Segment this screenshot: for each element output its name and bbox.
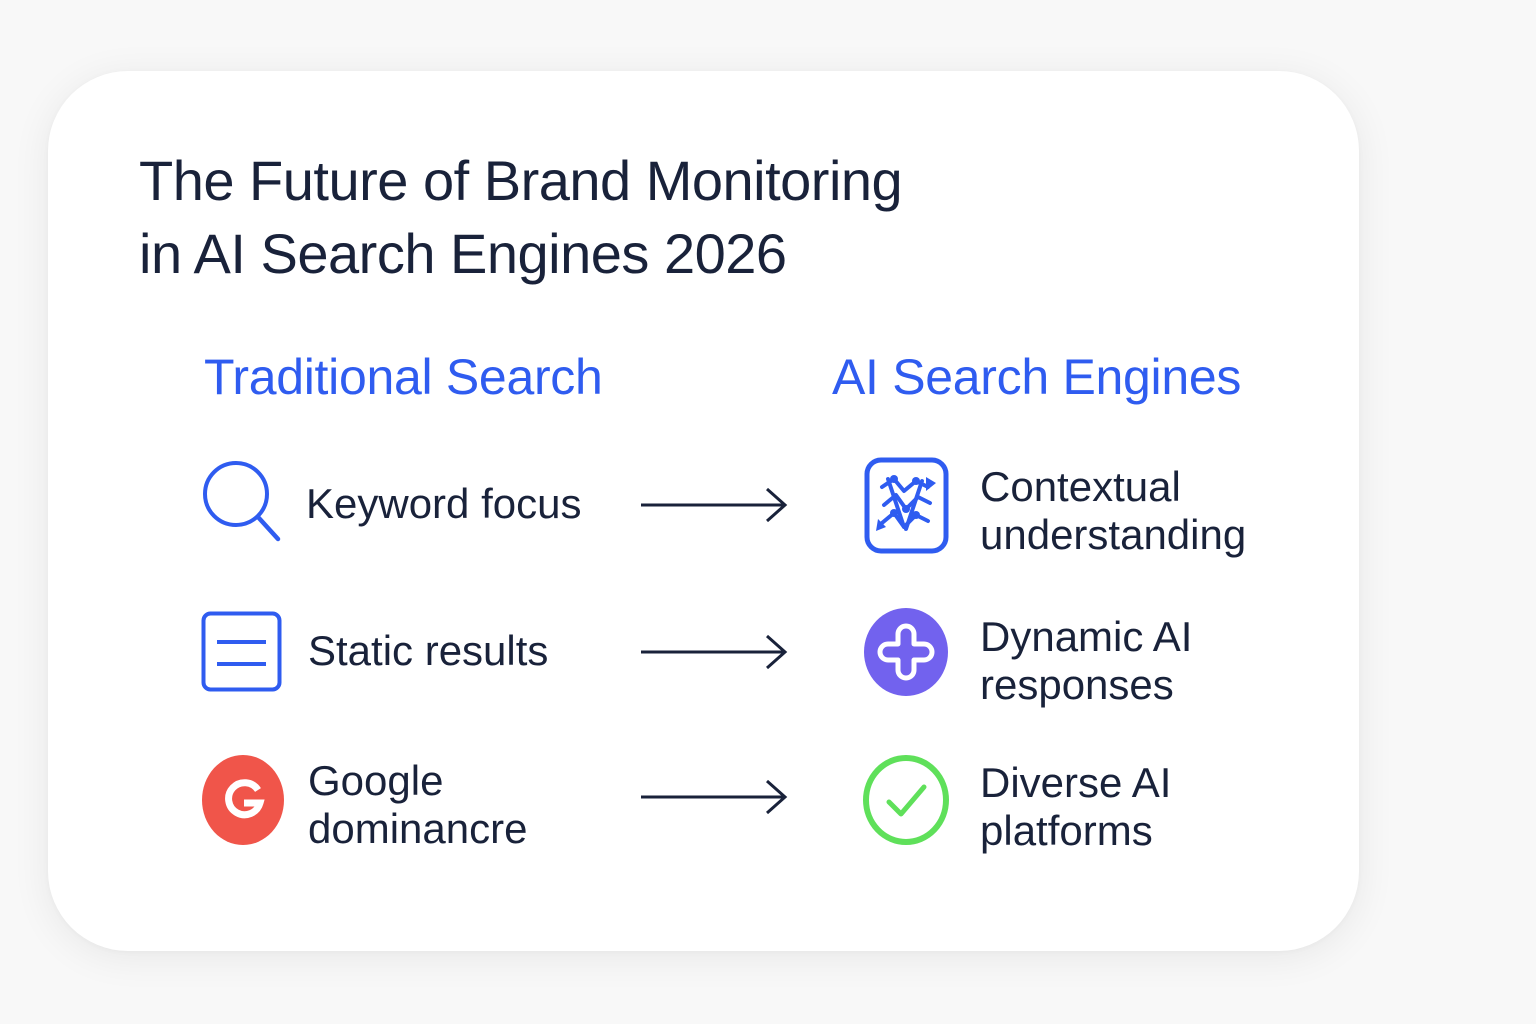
title-line-1: The Future of Brand Monitoring (139, 149, 903, 212)
traditional-search-heading: Traditional Search (204, 349, 603, 405)
diverse-ai-platforms-label: Diverse AI platforms (980, 759, 1172, 854)
static-results-label: Static results (308, 627, 549, 674)
search-icon (200, 458, 284, 546)
contextual-understanding-label: Contextual understanding (980, 463, 1247, 558)
check-circle-icon (862, 754, 950, 846)
plus-circle-icon (864, 608, 948, 696)
title-line-2: in AI Search Engines 2026 (139, 222, 787, 285)
dynamic-ai-responses-label: Dynamic AI responses (980, 613, 1193, 708)
ai-search-engines-heading: AI Search Engines (832, 349, 1242, 405)
document-lines-icon (201, 611, 283, 693)
google-dominance-label: Google dominancre (308, 757, 528, 852)
google-g-icon (202, 755, 284, 845)
keyword-focus-label: Keyword focus (306, 480, 582, 527)
page-title: The Future of Brand Monitoring in AI Sea… (139, 144, 1039, 290)
arrow-row-3 (640, 777, 790, 817)
ai-network-icon (864, 457, 949, 554)
arrow-row-1 (640, 485, 790, 525)
arrow-row-2 (640, 632, 790, 672)
